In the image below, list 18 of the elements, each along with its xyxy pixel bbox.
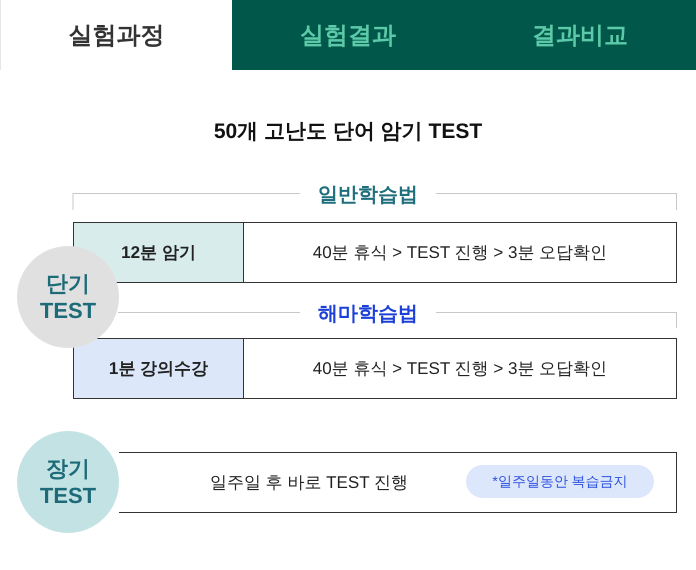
step-text: 1분 강의수강 [108, 358, 208, 380]
section-heading: 해마학습법 [317, 302, 419, 326]
process-cell [243, 222, 677, 283]
process-cell [243, 338, 677, 399]
note-pill [466, 465, 654, 498]
tab: 결과비교 [464, 0, 696, 70]
step-cell [73, 338, 244, 399]
section-heading: 일반학습법 [317, 182, 419, 208]
note-text: *일주일동안 복습금지 [492, 472, 628, 490]
title: 50개 고난도 단어 암기 TEST [212, 119, 484, 145]
tab: 실험결과 [232, 0, 464, 70]
process-text: 40분 휴식 > TEST 진행 > 3분 오답확인 [312, 358, 608, 380]
process-text: 일주일 후 바로 TEST 진행 [208, 472, 410, 494]
category-label: 장기 TEST [38, 454, 98, 510]
step-text: 12분 암기 [121, 242, 196, 264]
process-box [119, 452, 677, 513]
category-label: 단기 TEST [38, 270, 98, 324]
process-text: 40분 휴식 > TEST 진행 > 3분 오답확인 [312, 242, 608, 264]
